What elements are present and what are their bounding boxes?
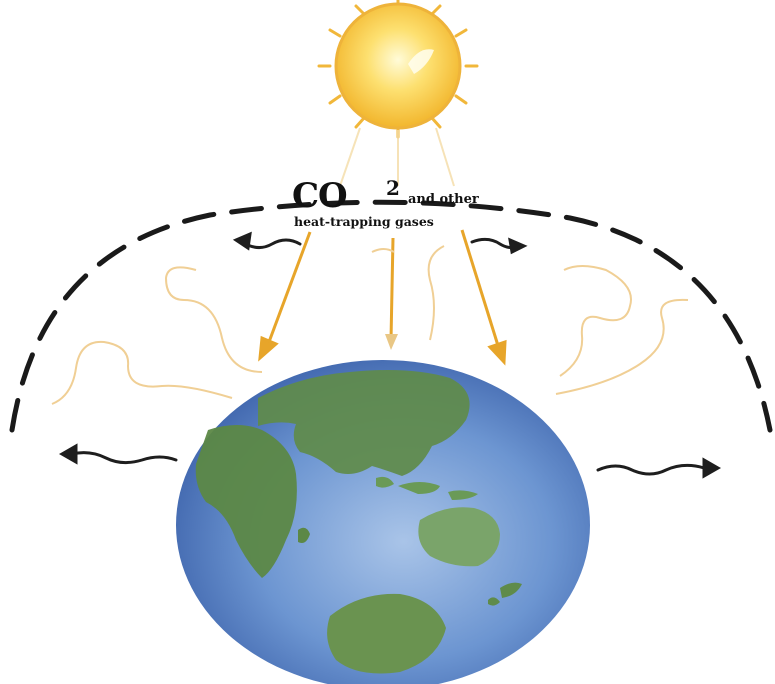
co2-text: CO [292, 176, 348, 216]
land-africa [195, 425, 297, 578]
land-antarctica [327, 593, 446, 674]
land-asia [258, 370, 470, 476]
land-indonesia [376, 476, 478, 500]
sunlight-streaks [339, 127, 455, 187]
incoming-solar-rays [258, 229, 507, 366]
land-new-zealand [488, 582, 522, 606]
co2-label: CO 2 and other heat-trapping gases [292, 176, 512, 236]
trapped-heat-arrows [232, 231, 528, 255]
land-australia [418, 507, 500, 567]
heat-trapping-gases-text: heat-trapping gases [294, 214, 434, 229]
earth-globe [176, 360, 590, 684]
co2-superscript: 2 [386, 176, 400, 200]
atmosphere-arc [9, 199, 773, 433]
escaping-heat-arrows [58, 443, 722, 479]
sun-icon [317, 0, 479, 139]
land-madagascar [298, 527, 310, 543]
and-other-text: and other [408, 192, 479, 207]
reflected-heat-paths [51, 245, 689, 405]
